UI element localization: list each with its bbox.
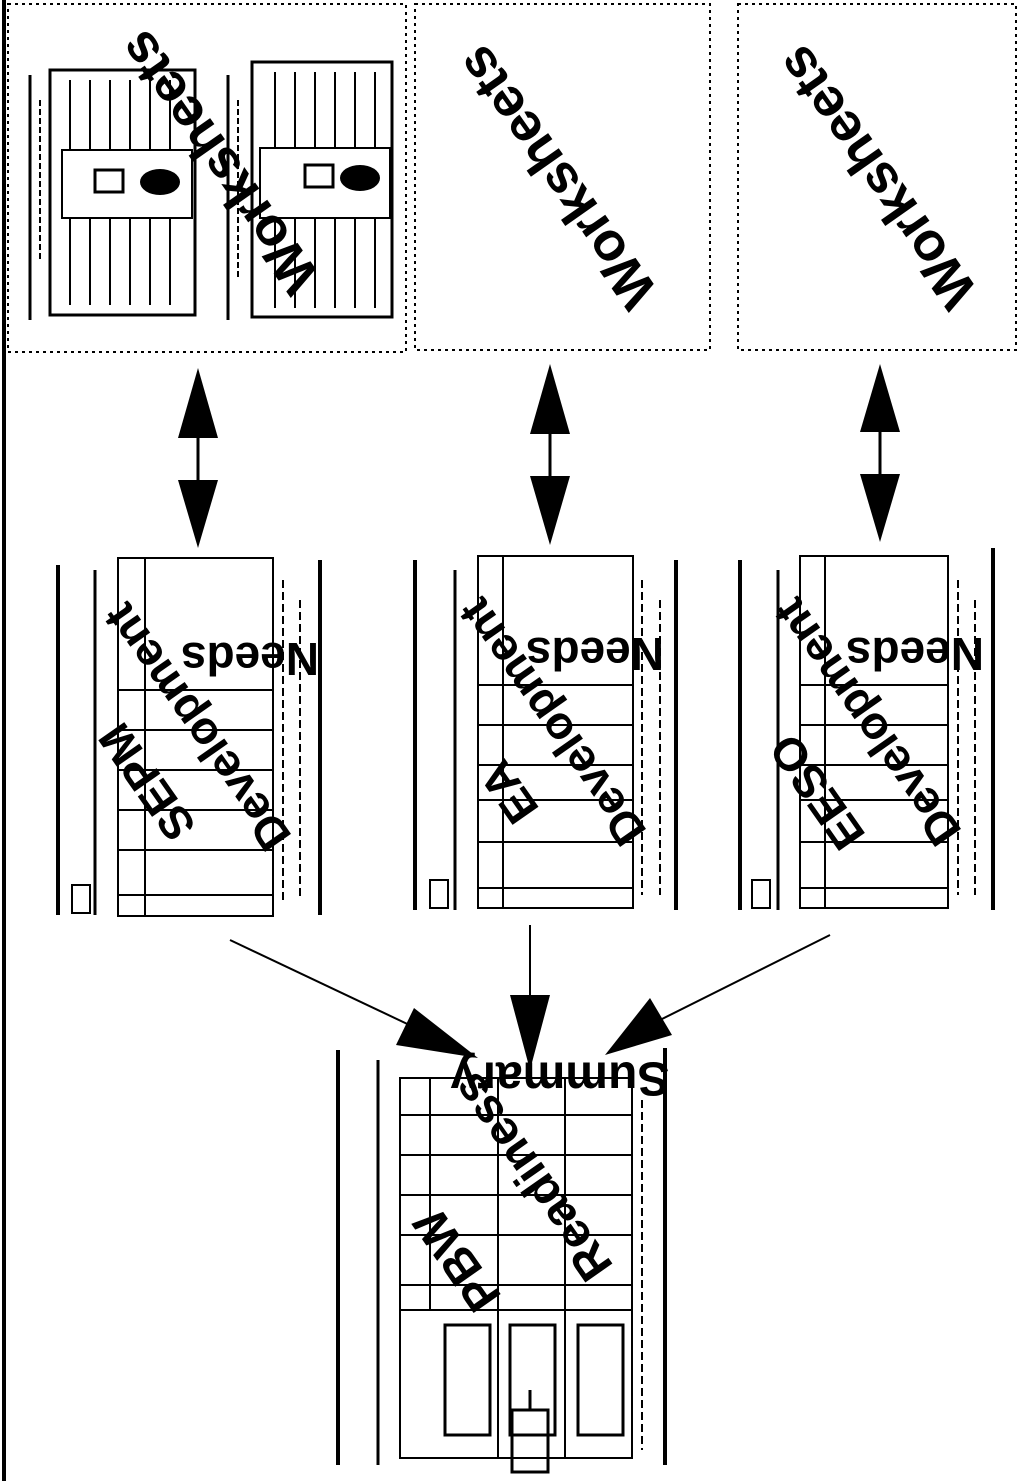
needs-panel-sepm: Needs Development SEPM: [56, 557, 322, 917]
bidirectional-arrow-1: [178, 368, 218, 548]
needs-panel-ea: Needs Development EA: [413, 555, 678, 910]
worksheet-box-2: Worksheets: [414, 3, 711, 351]
arrow-eeso-to-summary: [605, 934, 831, 1055]
needs-title-ea-line2: Needs: [526, 628, 664, 680]
summary-title-line1: PBW: [403, 1198, 511, 1321]
arrow-sepm-to-summary: [229, 939, 478, 1058]
worksheet-box-1: Worksheets: [7, 3, 407, 353]
worksheets-label-2: Worksheets: [445, 35, 669, 319]
summary-title-line3: Summary: [450, 1051, 669, 1104]
bidirectional-arrow-3: [860, 364, 900, 542]
needs-title-sepm-line2: Needs: [181, 633, 319, 685]
needs-title-ea-prefix: EA: [469, 751, 548, 833]
summary-panel: Summary Readiness PBW: [336, 1048, 669, 1474]
needs-panel-eeso: Needs Development EESO: [738, 548, 995, 910]
worksheets-label-3: Worksheets: [765, 35, 989, 319]
arrow-ea-to-summary: [510, 925, 550, 1070]
bidirectional-arrow-2: [530, 364, 570, 545]
needs-title-eeso-line2: Needs: [846, 628, 984, 680]
worksheet-box-3: Worksheets: [737, 3, 1017, 351]
